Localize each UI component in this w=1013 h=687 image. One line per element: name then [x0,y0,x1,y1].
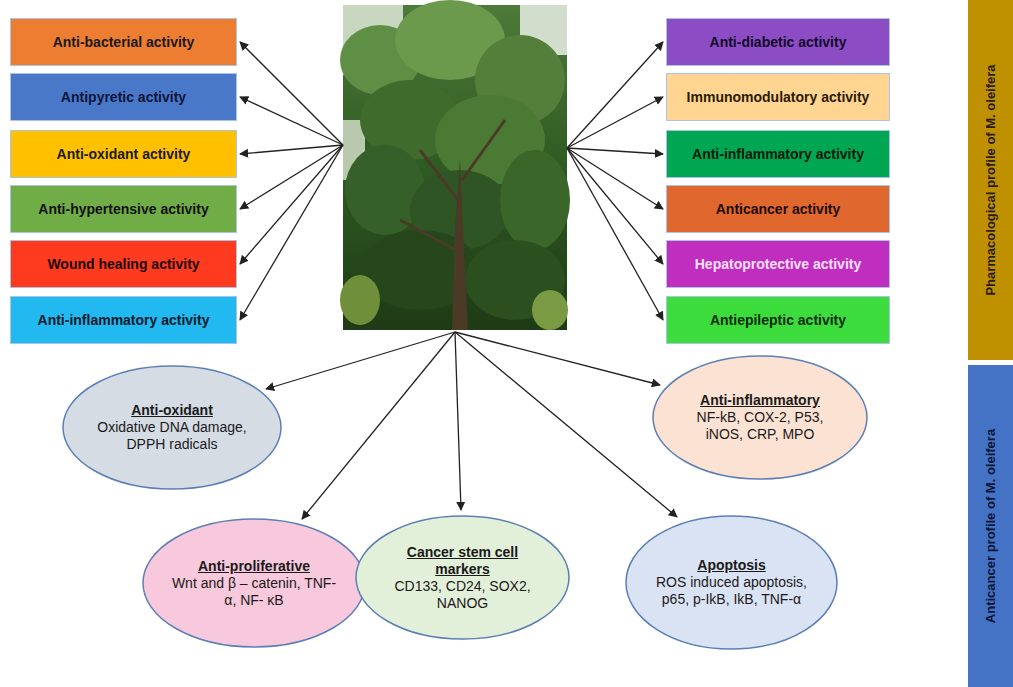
text-holder: Hepatoprotective activity [667,254,889,275]
ellipse-heading: Apoptosis [653,557,811,574]
arrow-line [567,148,663,264]
activity-label: Anti-oxidant activity [19,146,228,163]
profile-ellipse: Anti-proliferativeWnt and β – catenin, T… [142,518,366,648]
activity-box: Anti-hypertensive activity [10,185,237,233]
arrow-line [567,42,663,148]
text-holder: Anti-bacterial activity [11,32,236,53]
profile-ellipse: Anti-oxidantOxidative DNA damage, DPPH r… [62,365,282,490]
ellipse-body: Oxidative DNA damage, DPPH radicals [91,419,254,453]
text-holder: Anti-inflammatoryNF-kB, COX-2, P53, iNOS… [680,392,840,443]
text-holder: ApoptosisROS induced apoptosis, p65, p-I… [653,557,811,608]
profile-ellipse: ApoptosisROS induced apoptosis, p65, p-I… [625,515,838,650]
arrow-line [302,332,455,519]
arrow-line [567,148,663,154]
arrow-line [240,145,343,154]
text-holder: Anti-inflammatory activity [667,144,889,165]
arrow-line [266,332,455,389]
activity-box: Immunomodulatory activity [666,73,890,121]
text-holder: Anti-oxidant activity [11,144,236,165]
arrow-line [567,148,663,320]
activity-label: Antiepileptic activity [675,312,881,329]
ellipse-shape [356,516,569,639]
text-holder: Anti-oxidantOxidative DNA damage, DPPH r… [91,402,254,453]
ellipse-shape [143,519,365,647]
arrow-line [455,332,677,517]
side-band: Pharmacological profile of M. oleifera [968,0,1013,360]
activity-label: Anti-diabetic activity [675,34,881,51]
activity-box: Anti-inflammatory activity [666,130,890,178]
activity-box: Hepatoprotective activity [666,240,890,288]
text-holder: Pharmacological profile of M. oleifera [983,6,999,354]
text-holder: Wound healing activity [11,254,236,275]
leader-arrows [240,42,677,519]
activity-box: Anti-bacterial activity [10,18,237,66]
text-holder: Anticancer profile of M. oleifera [983,371,999,681]
profile-ellipse: Cancer stem cell markersCD133, CD24, SOX… [355,515,570,640]
ellipse-shape [626,516,837,649]
arrow-line [455,332,461,510]
ellipse-heading: Anti-inflammatory [680,392,840,409]
activity-label: Wound healing activity [19,256,228,273]
text-holder: Anti-hypertensive activity [11,199,236,220]
ellipse-shape [653,356,867,479]
ellipse-body: CD133, CD24, SOX2, NANOG [383,578,542,612]
ellipse-body: ROS induced apoptosis, p65, p-IkB, IkB, … [653,574,811,608]
activity-label: Anticancer activity [675,201,881,218]
activity-box: Anti-diabetic activity [666,18,890,66]
arrow-line [567,148,663,209]
arrow-line [240,145,343,264]
text-holder: Anti-proliferativeWnt and β – catenin, T… [171,558,337,609]
text-holder: Anti-inflammatory activity [11,310,236,331]
activity-label: Immunomodulatory activity [675,89,881,106]
arrow-line [567,97,663,148]
text-holder: Antipyretic activity [11,87,236,108]
side-band: Anticancer profile of M. oleifera [968,365,1013,687]
arrow-line [240,97,343,145]
activity-label: Antipyretic activity [19,89,228,106]
ellipse-heading: Anti-oxidant [91,402,254,419]
activity-box: Antipyretic activity [10,73,237,121]
activity-label: Anti-bacterial activity [19,34,228,51]
arrow-line [455,332,660,385]
activity-box: Antiepileptic activity [666,296,890,344]
ellipse-shape [63,366,281,489]
activity-box: Wound healing activity [10,240,237,288]
activity-box: Anti-inflammatory activity [10,296,237,344]
arrow-line [240,42,343,145]
activity-box: Anticancer activity [666,185,890,233]
activity-label: Anti-inflammatory activity [19,312,228,329]
arrow-line [240,145,343,209]
ellipse-body: NF-kB, COX-2, P53, iNOS, CRP, MPO [680,409,840,443]
text-holder: Anticancer activity [667,199,889,220]
activity-box: Anti-oxidant activity [10,130,237,178]
ellipse-heading: Cancer stem cell markers [383,544,542,578]
tree-photo [340,0,570,330]
text-holder: Cancer stem cell markersCD133, CD24, SOX… [383,544,542,612]
profile-ellipse: Anti-inflammatoryNF-kB, COX-2, P53, iNOS… [652,355,868,480]
activity-label: Hepatoprotective activity [675,256,881,273]
band-label: Anticancer profile of M. oleifera [983,371,999,681]
text-holder: Immunomodulatory activity [667,87,889,108]
ellipse-heading: Anti-proliferative [171,558,337,575]
text-holder: Anti-diabetic activity [667,32,889,53]
activity-label: Anti-inflammatory activity [675,146,881,163]
band-label: Pharmacological profile of M. oleifera [983,6,999,354]
arrow-line [240,145,343,320]
activity-label: Anti-hypertensive activity [19,201,228,218]
ellipse-body: Wnt and β – catenin, TNF-α, NF- κB [171,575,337,609]
text-holder: Antiepileptic activity [667,310,889,331]
